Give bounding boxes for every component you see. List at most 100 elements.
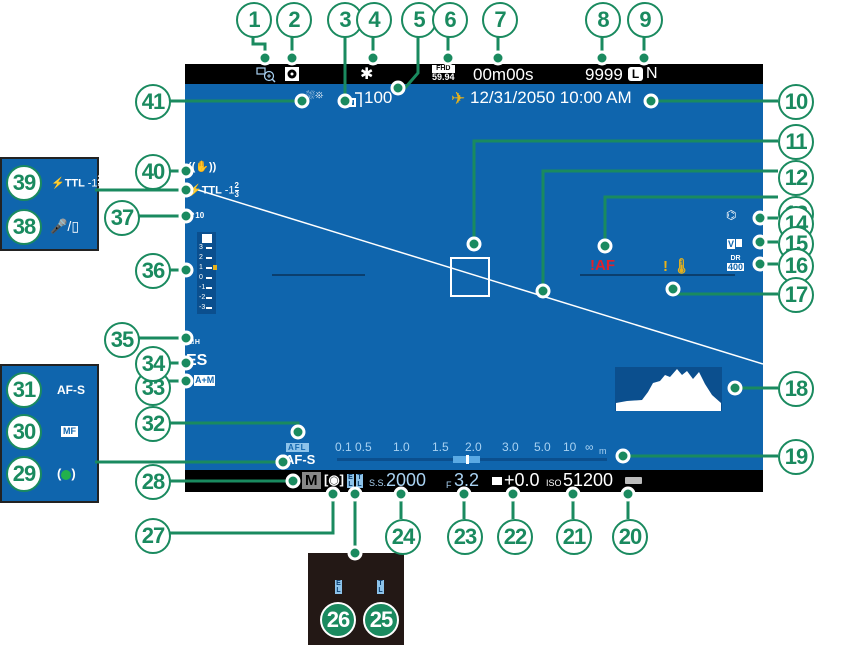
leader-dot-19 [615, 448, 631, 464]
exposure-scale-tick: 1 [197, 263, 217, 273]
focus-ok-dot [61, 469, 72, 480]
leader-dot-4 [365, 50, 381, 66]
mic-remote-icon: 🎤/▯ [50, 218, 80, 234]
leader-dot-2 [284, 50, 300, 66]
callout-35: 35 [104, 322, 140, 358]
image-stabilization-icon: ((✋)) [188, 161, 217, 173]
distance-label: 0.1 [335, 440, 352, 454]
aperture: 3.2 [454, 470, 480, 490]
location-data-icon: ⛆⛯ [306, 90, 324, 102]
flash-comp-whole: -1 [224, 184, 235, 197]
callout-1: 1 [236, 2, 272, 38]
distance-label: 0.5 [355, 440, 372, 454]
focus-override-badge: A+M [194, 375, 216, 386]
shutter-icon [285, 67, 299, 81]
callout-2: 2 [276, 2, 312, 38]
af-s-mode: AF-S [57, 383, 85, 397]
frame-count: 100 [364, 88, 393, 107]
callout-25: 25 [363, 602, 399, 638]
film-simulation-icon: V [727, 234, 743, 252]
iso-value: 51200 [563, 470, 614, 490]
bluetooth-icon: ✱ [360, 66, 374, 83]
leader-dot-9 [636, 50, 652, 66]
callout-32: 32 [135, 406, 171, 442]
callout-34: 34 [135, 346, 171, 382]
leader-dot-23 [456, 486, 472, 502]
electronic-level [194, 188, 763, 365]
tl-top-alt: T [377, 580, 384, 587]
el-bottom: L [335, 587, 342, 594]
afl-indicator: AFL [286, 443, 309, 452]
flash-comp-alt-den: 3 [97, 183, 102, 192]
leader-dot-7 [490, 50, 506, 66]
leader-line-17 [671, 289, 778, 296]
callout-8: 8 [585, 2, 621, 38]
callout-3: 3 [327, 2, 363, 38]
leader-dot-32 [290, 424, 306, 440]
leader-dot-25 [347, 486, 363, 502]
leader-dot-1 [257, 50, 273, 66]
callout-22: 22 [497, 519, 533, 555]
leader-dot-24 [393, 486, 409, 502]
leader-dot-27 [325, 486, 341, 502]
callout-37: 37 [104, 200, 140, 236]
flash-mode-label: ⚡TTL [188, 184, 222, 197]
leader-dot-29 [275, 454, 291, 470]
distance-label: 3.0 [502, 440, 519, 454]
distance-label: 5.0 [534, 440, 551, 454]
exposure-comp-icon [492, 477, 502, 485]
leader-dot-16 [752, 256, 768, 272]
exposure-compensation: +0.0 [504, 470, 540, 490]
leader-dot-17 [665, 281, 681, 297]
callout-18: 18 [778, 371, 814, 407]
focus-frame[interactable] [450, 257, 490, 297]
exposure-comp-icon [201, 234, 212, 243]
focus-indicator: () [57, 466, 76, 481]
tl-top: T [356, 474, 363, 481]
callout-36: 36 [135, 253, 171, 289]
battery-icon [625, 477, 642, 484]
callout-28: 28 [135, 464, 171, 500]
callout-7: 7 [482, 2, 518, 38]
leader-dot-3 [337, 93, 353, 109]
exposure-scale-tick: -1 [197, 283, 216, 293]
bottom-status-bar [185, 470, 763, 492]
callout-24: 24 [385, 519, 421, 555]
mf-mode: MF [61, 426, 78, 437]
distance-label: 1.0 [393, 440, 410, 454]
callout-4: 4 [356, 2, 392, 38]
exposure-scale-tick: 3 [197, 243, 216, 253]
callout-19: 19 [778, 439, 814, 475]
leader-dot-22 [505, 486, 521, 502]
airplane-icon: ✈ [451, 89, 466, 108]
exposure-scale-tick: 2 [197, 253, 216, 263]
leader-dot-extra [347, 545, 363, 561]
el-top: E [335, 580, 342, 587]
leader-dot-35 [178, 330, 194, 346]
temperature-warning: ! 🌡 [663, 258, 692, 275]
iso-label: ISO [546, 478, 562, 488]
leader-dot-6 [440, 50, 456, 66]
callout-10: 10 [778, 84, 814, 120]
callout-12: 12 [778, 160, 814, 196]
top-status-bar [185, 64, 763, 84]
recording-time: 00m00s [473, 65, 534, 84]
histogram [615, 367, 722, 411]
callout-16: 16 [778, 248, 814, 284]
focus-distance-marker[interactable] [466, 455, 469, 464]
exposure-scale-tick: 0 [197, 273, 216, 283]
leader-dot-18 [727, 380, 743, 396]
focus-mode-panel: 31 AF-S 30 MF 29 () [0, 364, 99, 503]
cooling-icon: ⌬ [726, 208, 737, 222]
exposure-scale-tick: -3 [197, 303, 216, 313]
